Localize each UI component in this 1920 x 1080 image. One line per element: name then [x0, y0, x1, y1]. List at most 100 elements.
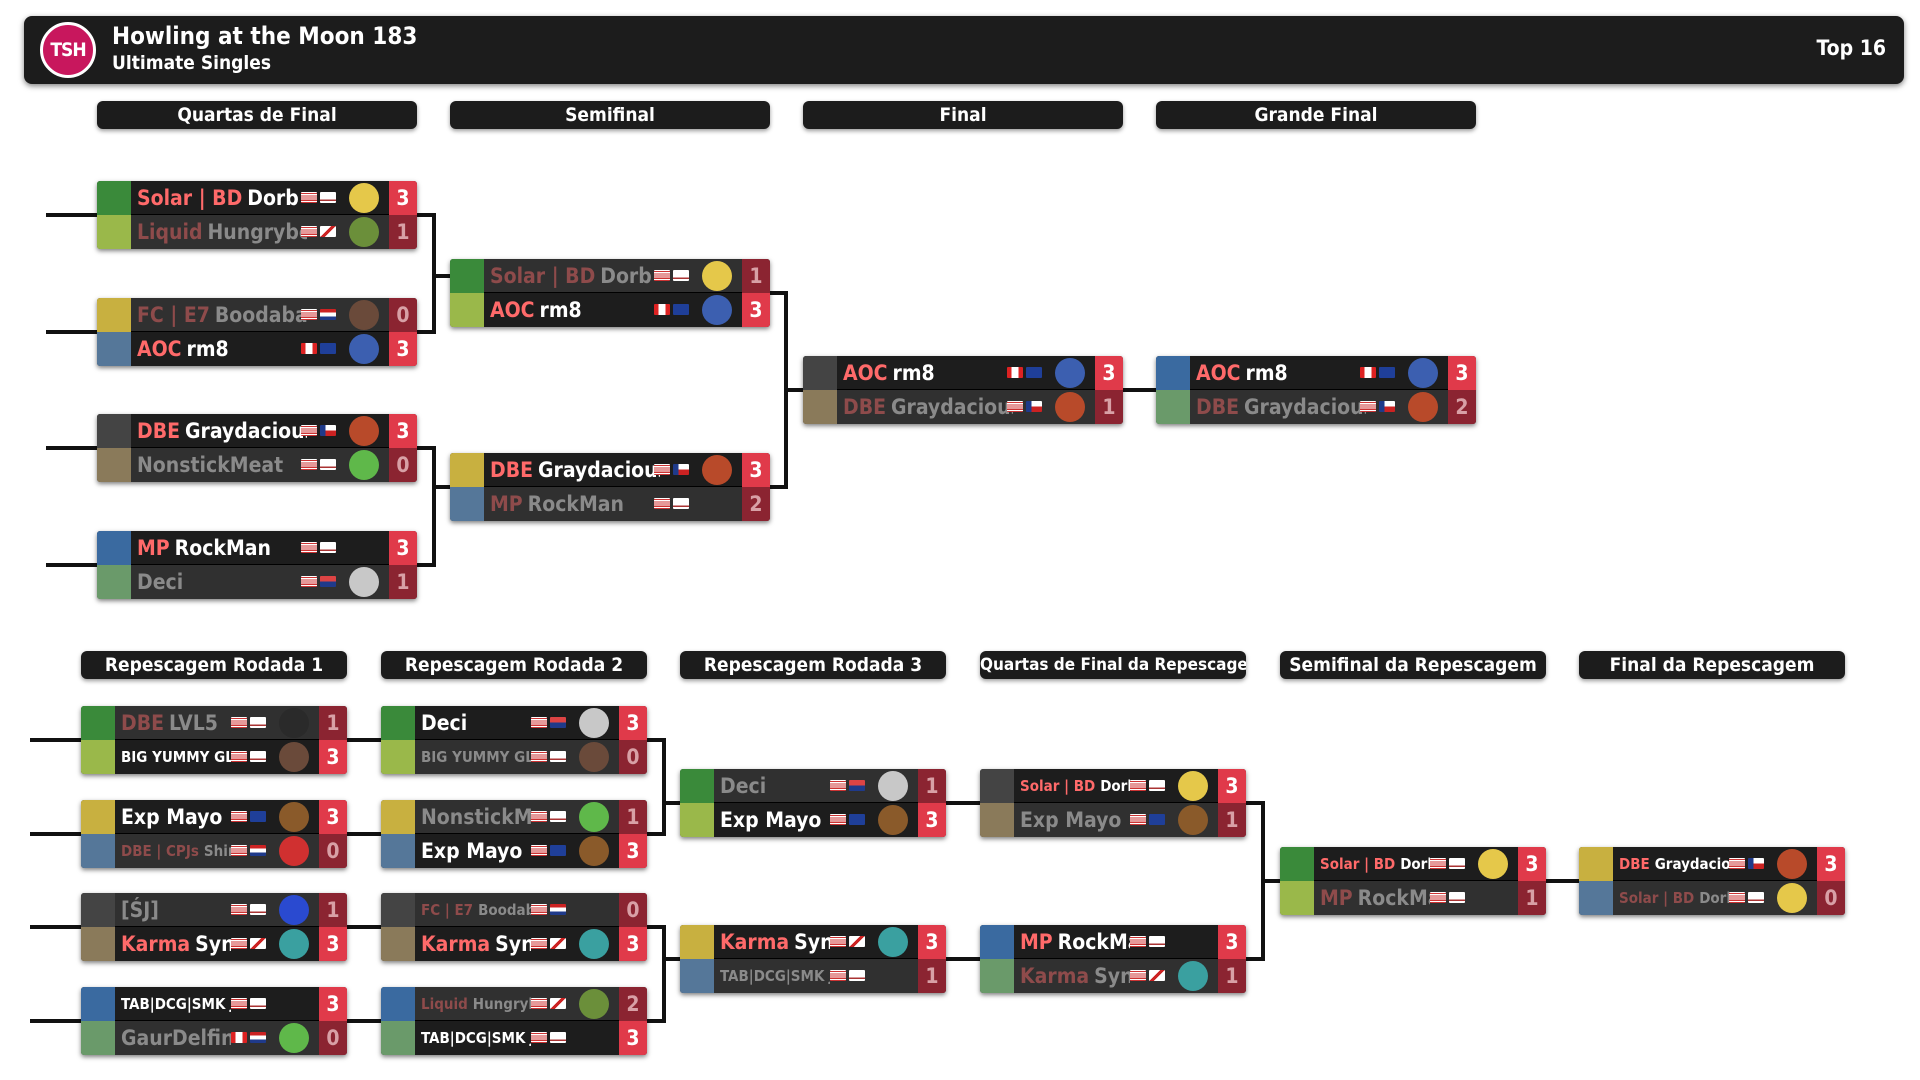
character-mario-icon: [279, 836, 309, 866]
player-flags: [1729, 892, 1764, 904]
flag-us-icon: [654, 270, 670, 281]
player-name: TAB|DCG|SMK JTab: [421, 1021, 531, 1055]
character-cloud-icon: [702, 261, 732, 291]
flag-us-icon: [654, 498, 670, 509]
player-team: DBE: [121, 711, 164, 735]
flag-ca-state-icon: [550, 751, 566, 762]
flag-us-icon: [1130, 780, 1146, 791]
character-kazuya-icon: [349, 300, 379, 330]
match-losers-final: DBEGraydacious3Solar | BDDorb0: [1579, 847, 1845, 915]
flag-qc-icon: [320, 343, 336, 354]
player-flags: [830, 814, 865, 826]
player-tag: Graydacious: [891, 395, 1013, 419]
player-flags: [231, 998, 266, 1010]
flag-ca-state-icon: [320, 459, 336, 470]
player-flags: [231, 845, 266, 857]
player-score: 3: [619, 927, 647, 961]
flag-ca-state-icon: [1449, 858, 1465, 869]
round-label-losers-round-1: Repescagem Rodada 1: [81, 651, 347, 679]
flag-ca-state-icon: [1149, 936, 1165, 947]
flag-us-icon: [301, 309, 317, 320]
character-kazuya-icon: [579, 742, 609, 772]
flag-ca-state-icon: [320, 192, 336, 203]
player-name: BIG YUMMY GLIZZYGLIZZYGLIZZY: [121, 740, 231, 774]
flag-us-icon: [654, 464, 670, 475]
character-pit-icon: [1055, 358, 1085, 388]
round-label-losers-semifinal: Semifinal da Repescagem: [1280, 651, 1546, 679]
player-score: 3: [319, 740, 347, 774]
character-terry-icon: [702, 455, 732, 485]
player-flags: [1130, 970, 1165, 982]
player-avatar: [97, 531, 131, 565]
connector-line: [647, 738, 666, 836]
flag-us-icon: [231, 845, 247, 856]
flag-ca-state-icon: [250, 904, 266, 915]
flag-us-icon: [1007, 401, 1023, 412]
player-name: LiquidHungrybox: [421, 987, 531, 1021]
player-score: 3: [918, 925, 946, 959]
flag-al-icon: [849, 936, 865, 947]
player-name: DBE | CPJsShinystone: [121, 834, 231, 868]
player-flags: [1360, 401, 1395, 413]
player-score: 3: [1218, 769, 1246, 803]
player-team: DBE: [843, 395, 886, 419]
flag-pr-icon: [250, 1032, 266, 1043]
player-flags: [830, 970, 865, 982]
player-score: 0: [619, 740, 647, 774]
player-score: 2: [1448, 390, 1476, 424]
player-avatar: [381, 740, 415, 774]
character-none-icon: [1478, 883, 1508, 913]
flag-ca-icon: [1360, 367, 1376, 378]
flag-ca-state-icon: [550, 811, 566, 822]
connector-line: [1246, 801, 1265, 961]
flag-us-icon: [1130, 936, 1146, 947]
character-none-icon: [579, 895, 609, 925]
player-team: MP: [1320, 886, 1353, 910]
character-dk-icon: [279, 802, 309, 832]
player-avatar: [803, 356, 837, 390]
player-tag: Syntax: [195, 932, 231, 956]
player-slot: LiquidHungrybox1: [97, 215, 417, 249]
player-name: Deci: [137, 565, 183, 599]
player-team: DBE: [490, 458, 533, 482]
flag-az-icon: [550, 717, 566, 728]
player-tag: LVL5: [169, 711, 218, 735]
character-terry-icon: [1055, 392, 1085, 422]
character-sonic-icon: [279, 895, 309, 925]
player-tag: BIG YUMMY GLIZZYGLIZZYGLIZZY: [121, 748, 231, 766]
player-flags: [1130, 936, 1165, 948]
match-winners-quarterfinal-1: Solar | BDDorb3LiquidHungrybox1: [97, 181, 417, 249]
player-name: Exp Mayo: [720, 803, 821, 837]
connector-line: [417, 213, 436, 334]
player-tag: Graydacious: [185, 419, 307, 443]
player-team: DBE: [1619, 855, 1650, 873]
character-steve-icon: [579, 929, 609, 959]
player-tag: Exp Mayo: [121, 805, 223, 829]
player-avatar: [81, 927, 115, 961]
flag-tx-icon: [1748, 858, 1764, 869]
player-flags: [301, 192, 336, 204]
character-kingk-icon: [349, 217, 379, 247]
character-seph-icon: [878, 771, 908, 801]
character-yoshi-icon: [349, 450, 379, 480]
character-terry-icon: [349, 416, 379, 446]
player-score: 0: [319, 834, 347, 868]
player-slot: FC | E7Boodabam0: [381, 893, 647, 927]
player-avatar: [980, 959, 1014, 993]
player-team: Solar | BD: [1020, 777, 1096, 795]
player-name: TAB|DCG|SMK JTab: [720, 959, 830, 993]
flag-us-icon: [301, 459, 317, 470]
